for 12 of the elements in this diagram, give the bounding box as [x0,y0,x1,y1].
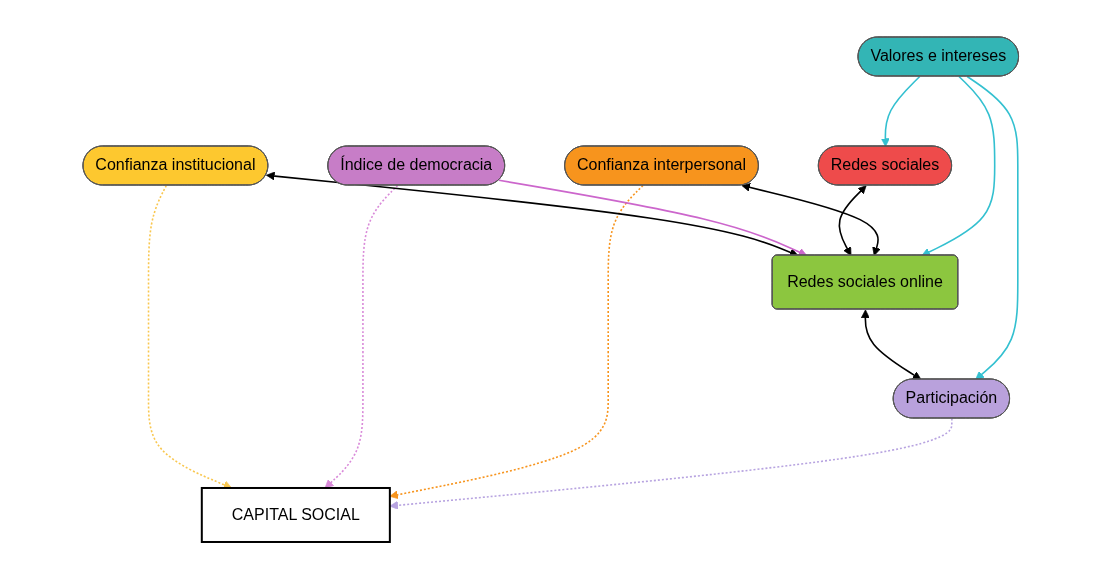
arrow [147,184,232,489]
arrow [966,75,1019,380]
arrow [324,184,399,488]
arrow [880,75,921,147]
arrow [741,182,881,256]
arrow [838,184,867,256]
node-box: CAPITAL SOCIAL [200,486,391,543]
arrow [921,75,996,256]
arrow [860,309,922,380]
arrow [389,184,644,499]
arrow [389,417,953,510]
arrow [497,178,807,256]
